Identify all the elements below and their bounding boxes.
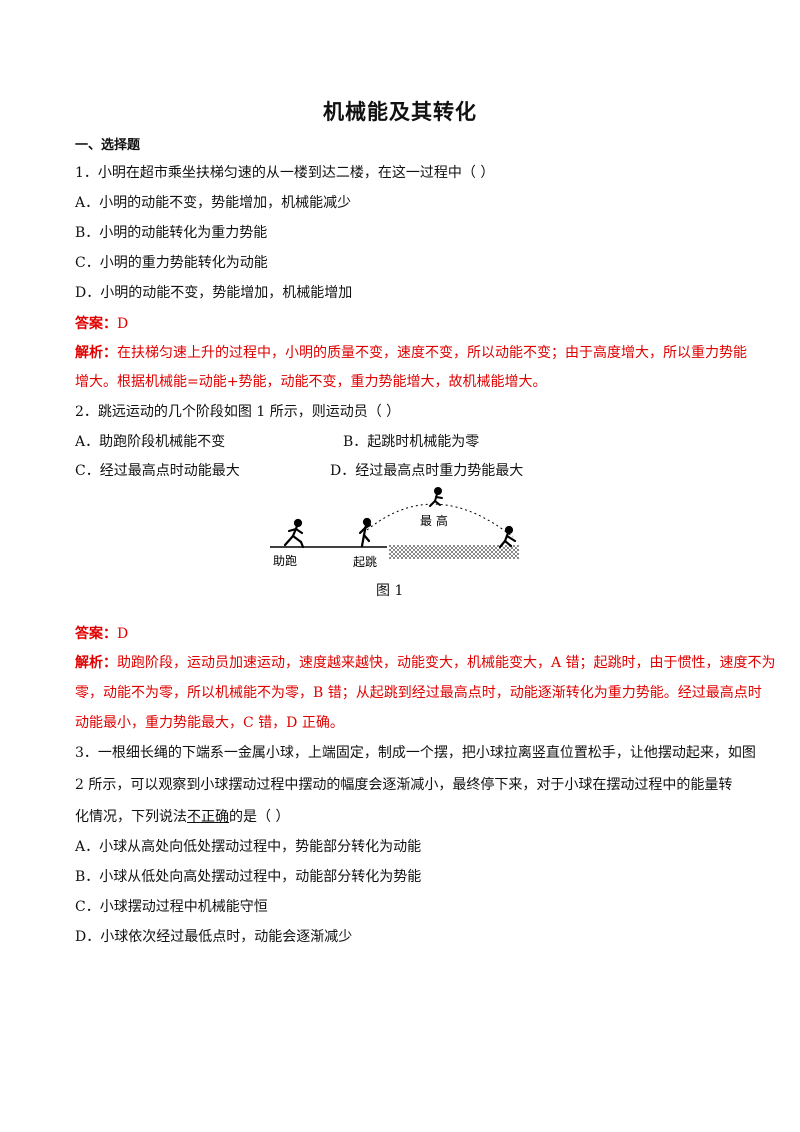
question-2-analysis-line-1: 解析：助跑阶段，运动员加速运动，速度越来越快，动能变大，机械能变大，A 错；起跳…: [75, 653, 776, 673]
label-takeoff: 起跳: [353, 555, 377, 569]
question-2-analysis-line-3: 动能最小，重力势能最大，C 错，D 正确。: [75, 715, 344, 731]
long-jump-figure: 助跑 起跳 最 高: [270, 487, 519, 569]
top-figure: [429, 487, 443, 507]
takeoff-figure: [358, 517, 372, 548]
question-3-option-d: D．小球依次经过最低点时，动能会逐渐减少: [75, 929, 353, 945]
question-2-option-a: A．助跑阶段机械能不变: [75, 434, 226, 450]
underlined-emphasis: 不正确: [187, 809, 229, 825]
question-3-option-a: A．小球从高处向低处摆动过程中，势能部分转化为动能: [75, 839, 422, 855]
question-1-option-a: A．小明的动能不变，势能增加，机械能减少: [75, 195, 352, 211]
stem-text-end: 的是（ ）: [229, 809, 290, 825]
answer-value: D: [117, 626, 129, 642]
runner-figure: [283, 518, 305, 549]
question-3-stem-line-2: 2 所示，可以观察到小球摆动过程中摆动的幅度会逐渐减小，最终停下来，对于小球在摆…: [75, 777, 733, 793]
question-2-analysis-line-2: 零，动能不为零，所以机械能不为零，B 错；从起跳到经过最高点时，动能逐渐转化为重…: [75, 685, 762, 701]
question-2-option-c: C．经过最高点时动能最大: [75, 463, 240, 479]
question-1-option-b: B．小明的动能转化为重力势能: [75, 225, 268, 241]
question-2-answer: 答案：D: [75, 624, 128, 644]
answer-label: 答案：: [75, 626, 117, 642]
answer-label: 答案：: [75, 316, 117, 332]
analysis-text: 助跑阶段，运动员加速运动，速度越来越快，动能变大，机械能变大，A 错；起跳时，由…: [117, 655, 776, 671]
question-3-option-b: B．小球从低处向高处摆动过程中，动能部分转化为势能: [75, 869, 422, 885]
landing-figure: [498, 525, 517, 549]
question-3-option-c: C．小球摆动过程中机械能守恒: [75, 899, 268, 915]
question-3-stem-line-3: 化情况，下列说法不正确的是（ ）: [75, 807, 289, 827]
stem-text: 化情况，下列说法: [75, 809, 187, 825]
question-2-option-b: B．起跳时机械能为零: [343, 434, 480, 450]
figure-1-caption: 图 1: [376, 583, 404, 599]
analysis-label: 解析：: [75, 655, 117, 671]
page-title: 机械能及其转化: [323, 100, 477, 124]
sand-pit: [389, 545, 519, 559]
analysis-label: 解析：: [75, 345, 117, 361]
section-heading: 一、选择题: [75, 138, 141, 153]
question-1-option-d: D．小明的动能不变，势能增加，机械能增加: [75, 285, 353, 301]
question-1-analysis-line-2: 增大。根据机械能=动能+势能，动能不变，重力势能增大，故机械能增大。: [75, 374, 547, 390]
label-run: 助跑: [273, 554, 297, 568]
label-top: 最 高: [420, 513, 448, 528]
question-1-answer: 答案：D: [75, 314, 128, 334]
answer-value: D: [117, 316, 129, 332]
question-2-stem: 2．跳远运动的几个阶段如图 1 所示，则运动员（ ）: [75, 404, 401, 420]
question-1-option-c: C．小明的重力势能转化为动能: [75, 255, 268, 271]
question-1-analysis-line-1: 解析：在扶梯匀速上升的过程中，小明的质量不变，速度不变，所以动能不变；由于高度增…: [75, 343, 747, 363]
question-1-stem: 1．小明在超市乘坐扶梯匀速的从一楼到达二楼，在这一过程中（ ）: [75, 165, 495, 181]
analysis-text: 在扶梯匀速上升的过程中，小明的质量不变，速度不变，所以动能不变；由于高度增大，所…: [117, 345, 747, 361]
question-2-option-d: D．经过最高点时重力势能最大: [330, 463, 524, 479]
question-3-stem-line-1: 3．一根细长绳的下端系一金属小球，上端固定，制成一个摆，把小球拉离竖直位置松手，…: [75, 745, 756, 761]
